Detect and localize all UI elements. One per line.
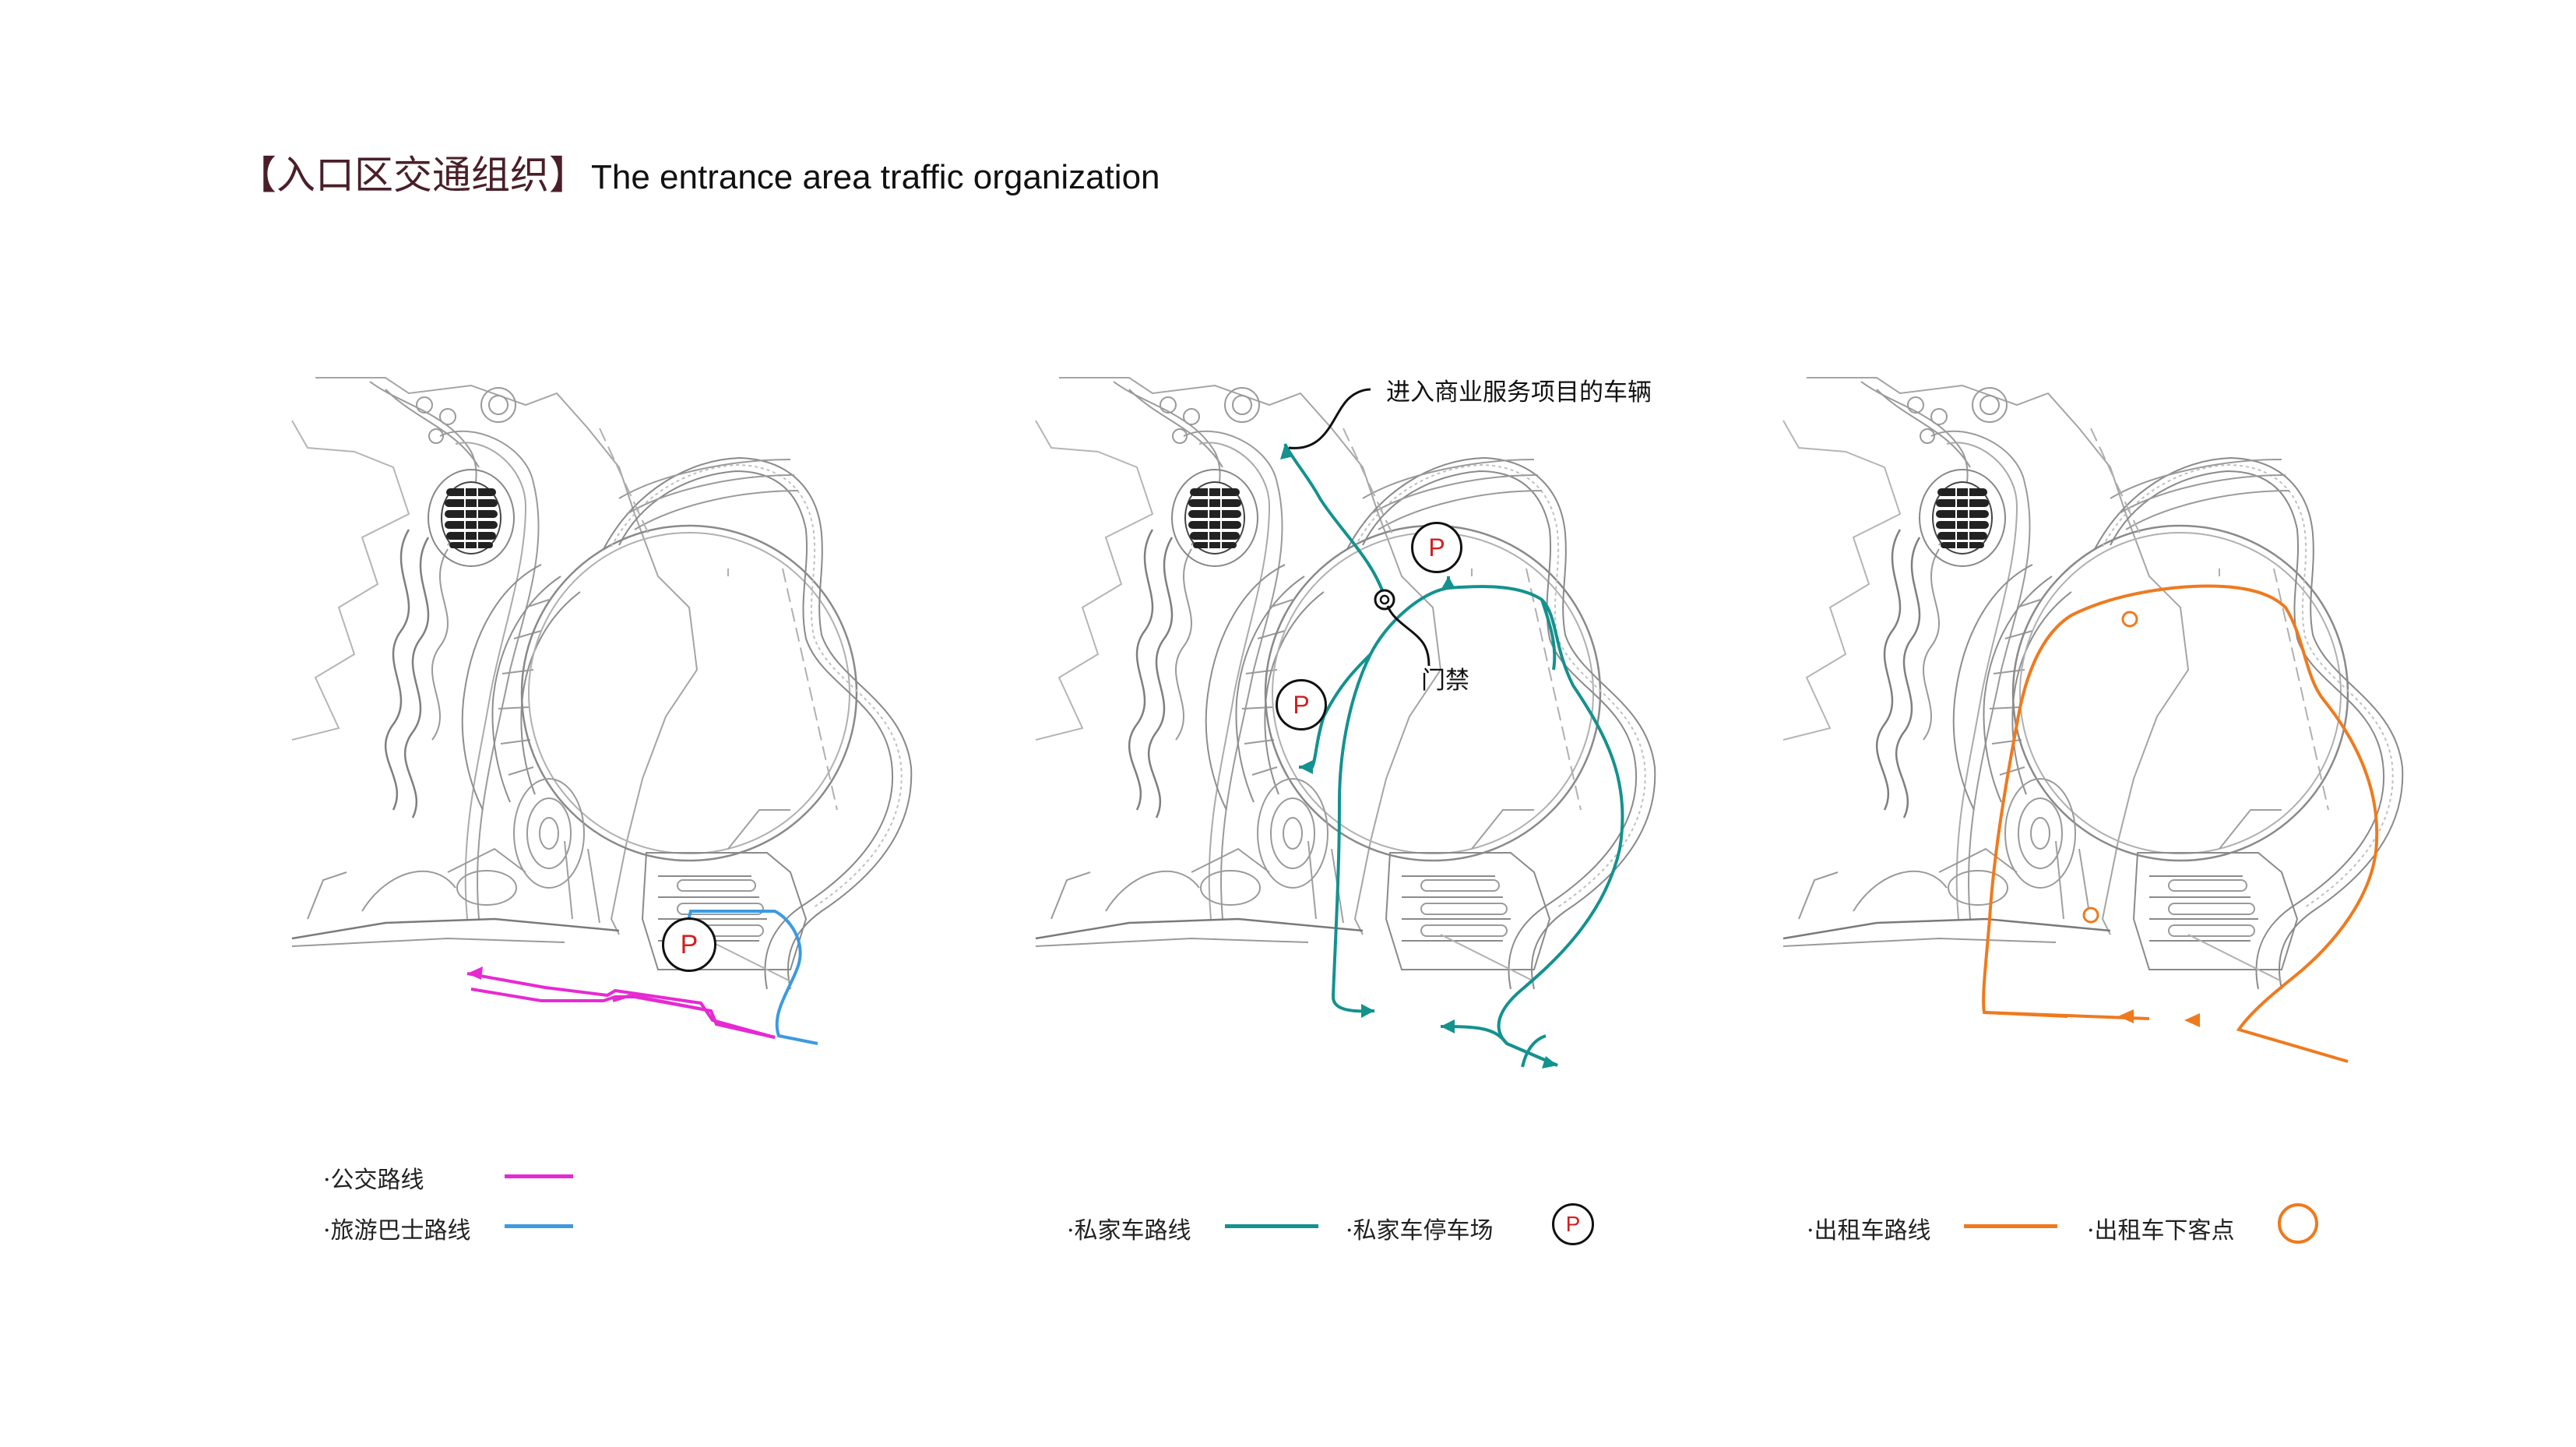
legend-taxi-route-label: ·出租车路线 bbox=[1807, 1217, 1931, 1245]
bus-route bbox=[466, 972, 776, 1039]
legend-tour-bus-line bbox=[505, 1224, 573, 1228]
legend-private-parking-symbol: P bbox=[1552, 1203, 1594, 1245]
legend-private-parking-label: ·私家车停车场 bbox=[1346, 1217, 1494, 1245]
map-panel-taxi bbox=[1782, 376, 2404, 991]
title-chinese: 【入口区交通组织】 bbox=[238, 153, 588, 198]
legend-taxi-dropoff-label: ·出租车下客点 bbox=[2087, 1217, 2235, 1245]
legend-private-route-line bbox=[1225, 1224, 1318, 1228]
page-title: 【入口区交通组织】The entrance area traffic organ… bbox=[238, 144, 1160, 200]
legend-bus-line bbox=[505, 1174, 573, 1178]
annotation-commercial-vehicles: 进入商业服务项目的车辆 bbox=[1386, 378, 1652, 407]
gate-leader-line bbox=[1386, 605, 1431, 667]
taxi-dropoff-point-1 bbox=[2121, 611, 2138, 628]
legend-private-route-label: ·私家车路线 bbox=[1067, 1217, 1191, 1245]
bus-route-arrow bbox=[467, 966, 483, 980]
legend-tour-bus-label: ·旅游巴士路线 bbox=[323, 1217, 471, 1245]
private-car-routes bbox=[1283, 443, 1624, 1068]
private-car-arrows bbox=[1280, 444, 1557, 1069]
gate-icon bbox=[1374, 589, 1395, 611]
commercial-leader-line bbox=[1288, 388, 1371, 449]
map-panel-bus bbox=[290, 376, 913, 1045]
legend-bus-label: ·公交路线 bbox=[323, 1167, 424, 1194]
title-english: The entrance area traffic organization bbox=[591, 158, 1160, 196]
parking-badge-bus-panel: P bbox=[662, 917, 716, 972]
taxi-arrows bbox=[2118, 1009, 2200, 1027]
parking-badge-private-2: P bbox=[1276, 679, 1327, 731]
annotation-gate: 门禁 bbox=[1421, 667, 1469, 695]
taxi-dropoff-point-2 bbox=[2082, 907, 2099, 924]
legend-taxi-dropoff-symbol bbox=[2278, 1203, 2318, 1244]
legend-taxi-route-line bbox=[1964, 1224, 2057, 1228]
parking-badge-private-1: P bbox=[1411, 522, 1462, 573]
taxi-routes bbox=[1982, 584, 2379, 1063]
